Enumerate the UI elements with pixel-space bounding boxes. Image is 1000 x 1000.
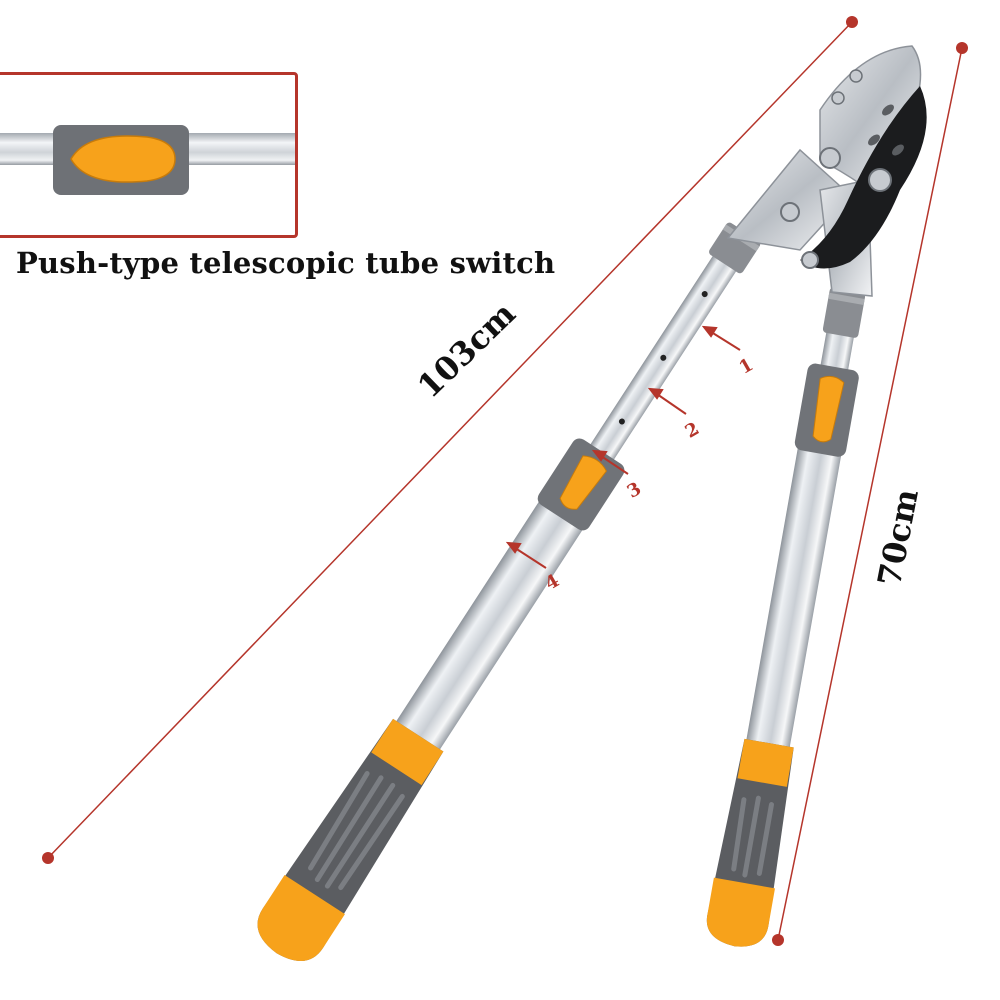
dimension-line-70cm [772,42,968,946]
inset-switch-detail [0,72,298,238]
switch-closeup [0,125,295,195]
dimension-line-103cm [42,16,858,864]
cutting-head [726,45,927,297]
left-handle [257,222,761,961]
inset-caption: Push-type telescopic tube switch [16,246,556,280]
push-button-switch-icon [70,135,176,183]
right-handle [706,287,866,947]
position-arrows [505,325,741,569]
